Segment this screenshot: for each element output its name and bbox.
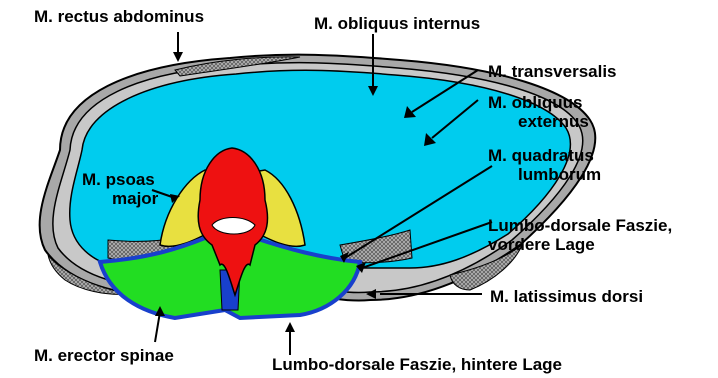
label-quadratus-lumborum: M. quadratus lumborum xyxy=(488,146,601,184)
label-erector-spinae: M. erector spinae xyxy=(34,346,174,365)
label-quadratus-lumborum-line1: M. quadratus xyxy=(488,146,601,165)
leader-erector-spinae xyxy=(155,312,160,342)
label-psoas-major-line2: major xyxy=(82,189,158,208)
label-rectus-abdominus: M. rectus abdominus xyxy=(34,7,204,26)
label-fascia-vordere-line1: Lumbo-dorsale Faszie, xyxy=(488,216,672,235)
label-obliquus-externus-line1: M. obliquus xyxy=(488,93,589,112)
label-quadratus-lumborum-line2: lumborum xyxy=(488,165,601,184)
label-obliquus-externus: M. obliquus externus xyxy=(488,93,589,131)
label-fascia-vordere-line2: vordere Lage xyxy=(488,235,672,254)
arrowhead-fascia-hintere xyxy=(285,322,295,332)
label-obliquus-internus: M. obliquus internus xyxy=(314,14,480,33)
label-fascia-vordere: Lumbo-dorsale Faszie, vordere Lage xyxy=(488,216,672,254)
label-latissimus-dorsi: M. latissimus dorsi xyxy=(490,287,643,306)
label-fascia-hintere: Lumbo-dorsale Faszie, hintere Lage xyxy=(272,355,562,374)
label-transversalis: M. transversalis xyxy=(488,62,617,81)
arrowhead-rectus xyxy=(173,52,183,62)
label-psoas-major-line1: M. psoas xyxy=(82,170,158,189)
label-obliquus-externus-line2: externus xyxy=(488,112,589,131)
label-psoas-major: M. psoas major xyxy=(82,170,158,208)
